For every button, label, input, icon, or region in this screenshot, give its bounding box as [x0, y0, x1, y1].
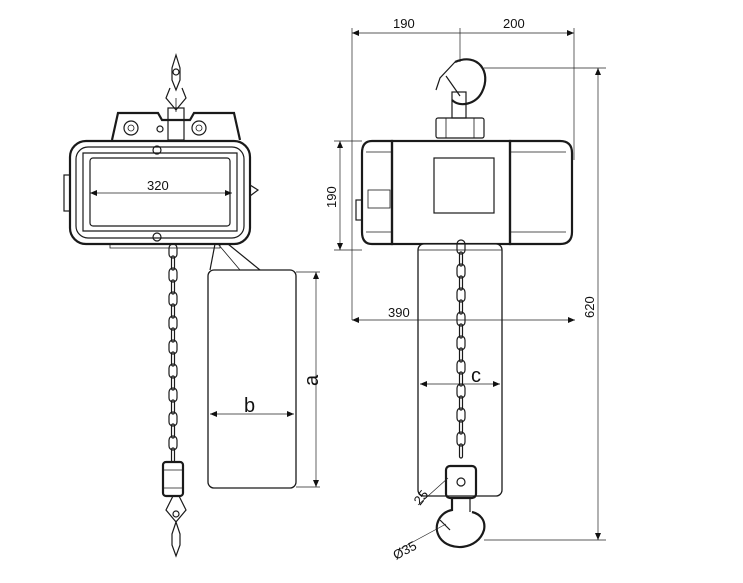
front-hoist-body — [63, 139, 260, 249]
chain-link — [168, 387, 178, 403]
chain-link — [456, 431, 466, 447]
chain-link — [456, 359, 466, 375]
dim-c-label: c — [471, 365, 481, 387]
chain-link — [170, 351, 176, 367]
chain-link — [170, 375, 176, 391]
chain-link — [456, 239, 466, 255]
dim-hook-diameter: Ø35 — [390, 538, 419, 563]
chain-link — [458, 371, 464, 387]
dim-total-height: 620 — [582, 296, 597, 318]
chain-link — [168, 339, 178, 355]
chain-link — [170, 423, 176, 439]
chain-link — [458, 347, 464, 363]
dim-top-right: 200 — [503, 16, 525, 31]
chain-link — [456, 263, 466, 279]
chain-link — [456, 407, 466, 423]
side-chain-bag — [417, 243, 503, 497]
chain-link — [458, 443, 464, 459]
chain-link — [456, 311, 466, 327]
dim-top-left: 190 — [393, 16, 415, 31]
side-bottom-hook — [435, 464, 486, 549]
chain-link — [168, 267, 178, 283]
chain-link — [168, 291, 178, 307]
chain-link — [458, 395, 464, 411]
chain-link — [168, 411, 178, 427]
side-top-hook — [435, 58, 487, 139]
front-chain — [168, 243, 178, 463]
chain-link — [170, 327, 176, 343]
side-chain — [456, 239, 466, 459]
chain-link — [458, 299, 464, 315]
chain-link — [170, 399, 176, 415]
front-bottom-block — [161, 460, 185, 498]
chain-link — [456, 287, 466, 303]
chain-link — [168, 363, 178, 379]
chain-link — [458, 323, 464, 339]
chain-link — [170, 303, 176, 319]
chain-link — [456, 335, 466, 351]
front-top-hook — [165, 52, 187, 112]
front-chain-bag: a b — [207, 243, 323, 489]
side-hoist-body — [355, 139, 574, 246]
chain-link — [170, 255, 176, 271]
chain-link — [456, 383, 466, 399]
chain-link — [168, 243, 178, 259]
dim-side-length: 390 — [388, 305, 410, 320]
front-view: 320 a b — [63, 52, 323, 558]
dim-front-width: 320 — [147, 178, 169, 193]
chain-link — [458, 419, 464, 435]
side-view: 190 200 — [324, 16, 606, 563]
dim-b-label: b — [244, 395, 255, 417]
front-bottom-hook — [165, 495, 187, 558]
chain-link — [458, 251, 464, 267]
dim-a-label: a — [301, 374, 323, 386]
chain-link — [458, 275, 464, 291]
chain-link — [168, 315, 178, 331]
chain-link — [170, 279, 176, 295]
dim-side-height: 190 — [324, 186, 339, 208]
chain-link — [168, 435, 178, 451]
